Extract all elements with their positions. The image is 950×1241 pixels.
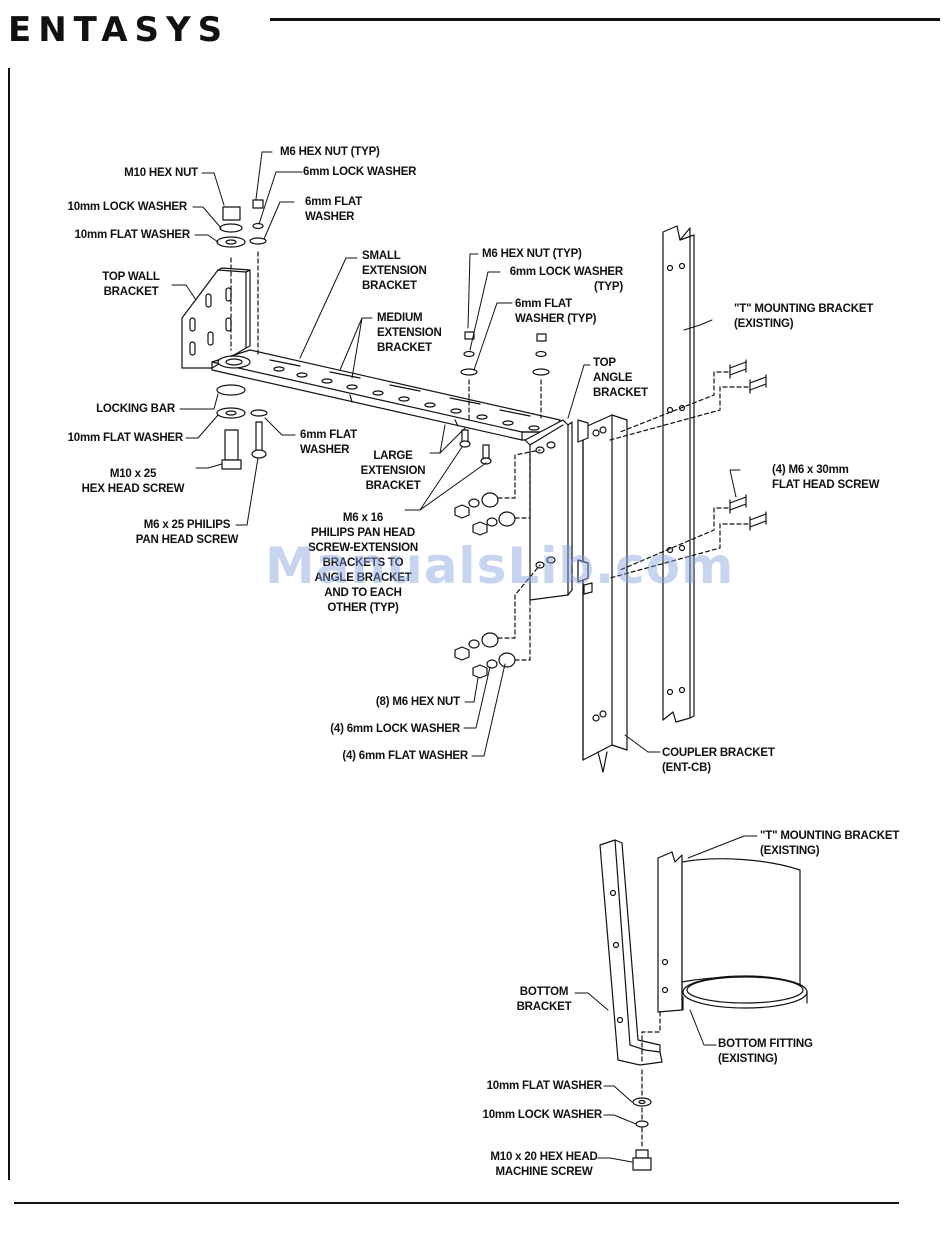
label-m6-hex-nut-typ: M6 HEX NUT (TYP) xyxy=(280,146,380,158)
label-4-6mm-lock-washer: (4) 6mm LOCK WASHER xyxy=(330,723,460,735)
label-10mm-flat-washer: 10mm FLAT WASHER xyxy=(74,229,191,241)
label-m6-flat-head-screw: (4) M6 x 30mm FLAT HEAD SCREW xyxy=(772,464,880,491)
label-large-extension-bracket: LARGE EXTENSION BRACKET xyxy=(360,450,426,492)
bottom-hardware xyxy=(632,1011,661,1171)
angle-bracket-hardware xyxy=(454,449,541,679)
label-6mm-lock-washer: 6mm LOCK WASHER xyxy=(303,166,417,178)
label-medium-extension-bracket: MEDIUM EXTENSION BRACKET xyxy=(377,312,442,354)
watermark: ManualsLib.com xyxy=(265,537,735,595)
label-6mm-flat-washer: 6mm FLAT WASHER xyxy=(305,196,362,223)
coupler-bracket xyxy=(577,414,628,773)
label-lower-10mm-flat-washer: 10mm FLAT WASHER xyxy=(486,1080,603,1092)
label-m6-hex-nut-typ-2: M6 HEX NUT (TYP) xyxy=(482,248,582,260)
label-small-extension-bracket: SMALL EXTENSION BRACKET xyxy=(362,250,427,292)
label-6mm-lock-washer-typ: 6mm LOCK WASHER (TYP) xyxy=(509,266,623,293)
label-hex-head-machine-screw: M10 x 20 HEX HEAD MACHINE SCREW xyxy=(490,1151,598,1178)
header-rule xyxy=(270,18,940,21)
label-8-m6-hex-nut: (8) M6 HEX NUT xyxy=(375,696,460,708)
label-locking-bar: LOCKING BAR xyxy=(96,403,175,415)
label-coupler-bracket: COUPLER BRACKET (ENT-CB) xyxy=(662,747,775,774)
t-mounting-bracket-lower xyxy=(657,851,808,1013)
label-t-mounting-bracket: "T" MOUNTING BRACKET (EXISTING) xyxy=(734,303,874,330)
flat-head-screws xyxy=(609,359,767,579)
label-10mm-flat-washer-lower: 10mm FLAT WASHER xyxy=(67,432,184,444)
brand-logo: ENTASYS xyxy=(8,10,230,50)
label-10mm-lock-washer: 10mm LOCK WASHER xyxy=(67,201,188,213)
label-m6-philips-screw: M6 x 25 PHILIPS PAN HEAD SCREW xyxy=(135,519,239,546)
upper-hardware-stack xyxy=(216,199,268,470)
label-bottom-fitting: BOTTOM FITTING (EXISTING) xyxy=(718,1038,813,1065)
label-top-wall-bracket: TOP WALL BRACKET xyxy=(102,271,160,298)
label-6mm-flat-washer-lower: 6mm FLAT WASHER xyxy=(300,429,357,456)
label-6mm-flat-washer-typ: 6mm FLAT WASHER (TYP) xyxy=(515,298,597,325)
extension-hardware xyxy=(459,331,550,465)
top-angle-bracket xyxy=(524,419,573,601)
t-mounting-bracket-upper xyxy=(662,225,695,723)
footer-rule xyxy=(14,1202,899,1204)
label-m6-pan-head-note: M6 x 16 PHILIPS PAN HEAD SCREW-EXTENSION… xyxy=(308,512,418,614)
label-m10-hex-nut: M10 HEX NUT xyxy=(124,167,198,179)
leader-lines xyxy=(171,151,758,1163)
side-rule xyxy=(8,68,10,1180)
label-lower-10mm-lock-washer: 10mm LOCK WASHER xyxy=(482,1109,603,1121)
bottom-bracket xyxy=(599,839,663,1066)
label-bottom-bracket: BOTTOM BRACKET xyxy=(516,986,572,1013)
label-4-6mm-flat-washer: (4) 6mm FLAT WASHER xyxy=(342,750,468,762)
label-m10-hex-head-screw: M10 x 25 HEX HEAD SCREW xyxy=(81,468,185,495)
label-top-angle-bracket: TOP ANGLE BRACKET xyxy=(593,357,648,399)
label-t-mounting-bracket-lower: "T" MOUNTING BRACKET (EXISTING) xyxy=(760,830,900,857)
top-wall-bracket xyxy=(181,267,251,369)
extension-bracket-arms xyxy=(211,349,561,441)
